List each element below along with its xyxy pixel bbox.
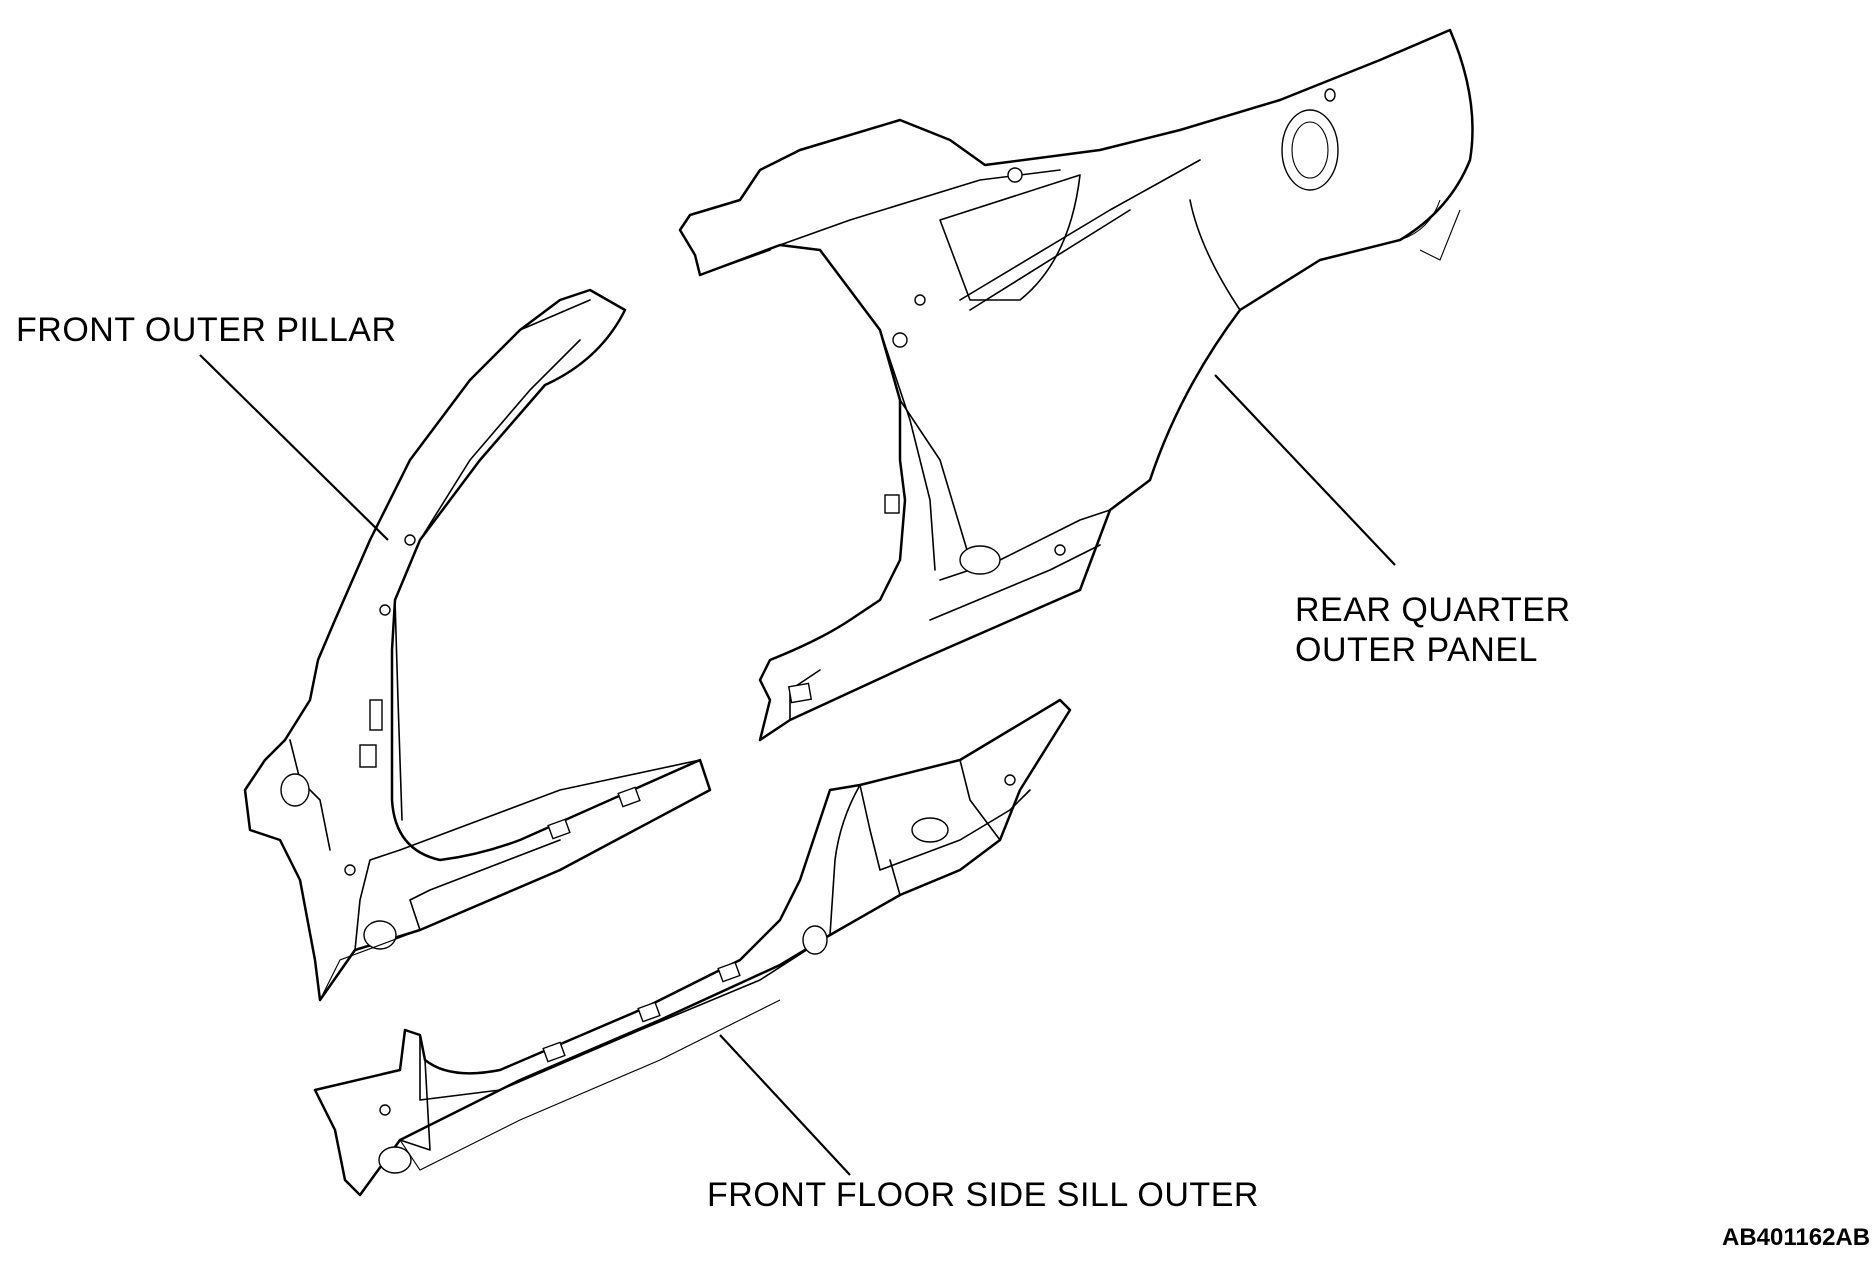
front-outer-pillar-part	[243, 288, 712, 1002]
figure-code: AB401162AB	[1722, 1224, 1871, 1251]
leader-front-outer-pillar	[199, 354, 389, 541]
label-rear-quarter-outer-panel: REAR QUARTER OUTER PANEL	[1295, 590, 1571, 670]
label-front-outer-pillar: FRONT OUTER PILLAR	[16, 311, 397, 349]
label-front-floor-side-sill-outer: FRONT FLOOR SIDE SILL OUTER	[707, 1176, 1259, 1214]
leader-rear-quarter-outer-panel	[1214, 374, 1396, 566]
front-floor-side-sill-outer-part	[313, 698, 1072, 1197]
rear-quarter-outer-panel-part	[678, 28, 1474, 742]
label-rear-quarter-line2: OUTER PANEL	[1295, 631, 1538, 669]
leader-front-floor-side-sill-outer	[719, 1034, 851, 1176]
label-rear-quarter-line1: REAR QUARTER	[1295, 591, 1571, 629]
